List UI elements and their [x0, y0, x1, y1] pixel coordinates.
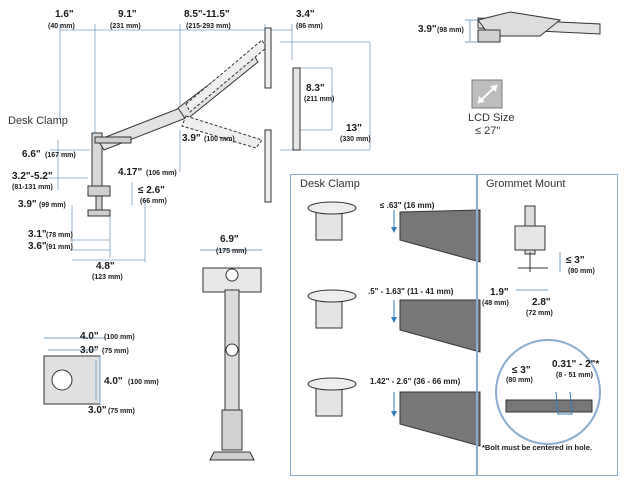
grommet-g5-mm: (8 - 51 mm) [556, 372, 593, 379]
lcd-size-value: ≤ 27" [475, 125, 501, 137]
dim-12-mm: (99 mm) [39, 202, 66, 209]
dim-9-mm: (167 mm) [45, 152, 76, 159]
dim-10-value: 3.2"-5.2" [12, 171, 53, 182]
front-dim-value: 6.9" [220, 234, 239, 245]
dim-9-value: 6.6" [22, 149, 41, 160]
dim-15-mm: (123 mm) [92, 274, 123, 281]
grommet-note: *Bolt must be centered in hole. [482, 443, 593, 452]
vesa-d4-value: 3.0" [88, 405, 107, 416]
grommet-g1-mm: (80 mm) [568, 268, 595, 275]
dim-11-mm: (66 mm) [140, 198, 167, 205]
dim-5-value: 8.3" [306, 83, 325, 94]
grommet-g4-mm: (80 mm) [506, 377, 533, 384]
desk-clamp-label: Desk Clamp [8, 115, 68, 127]
grommet-g3-mm: (72 mm) [526, 310, 553, 317]
dim-8-mm: (106 mm) [146, 170, 177, 177]
dim-15-value: 4.8" [96, 261, 115, 272]
dim-2-mm: (231 mm) [110, 23, 141, 30]
vesa-d3-value: 4.0" [104, 376, 123, 387]
front-dim-mm: (175 mm) [216, 248, 247, 255]
dim-1-mm: (40 mm) [48, 23, 75, 30]
grommet-g4-value: ≤ 3" [512, 365, 531, 376]
desk-clamp-range-1: ≤ .63" (16 mm) [380, 201, 435, 210]
dim-8-value: 4.17" [118, 167, 143, 178]
dim-6-mm: (330 mm) [340, 136, 371, 143]
grommet-g2-value: 1.9" [490, 287, 509, 298]
desk-clamp-drawings [307, 201, 481, 447]
dim-11-value: ≤ 2.6" [138, 185, 165, 196]
dim-10-mm: (81-131 mm) [12, 184, 53, 191]
dimension-lines [40, 24, 371, 262]
vesa-d3-mm: (100 mm) [128, 379, 159, 386]
dim-14-value: 3.6" [28, 241, 47, 252]
dim-13-mm: (78 mm) [46, 232, 73, 239]
dim-3-value: 8.5"-11.5" [184, 9, 230, 20]
dim-14-mm: (91 mm) [46, 244, 73, 251]
grommet-g2-mm: (48 mm) [482, 300, 509, 307]
desk-clamp-range-3: 1.42" - 2.6" (36 - 66 mm) [370, 377, 461, 386]
vesa-d2-value: 3.0" [80, 345, 99, 356]
dim-2-value: 9.1" [118, 9, 137, 20]
dim-3-mm: (215-293 mm) [186, 23, 231, 30]
dim-7-mm: (100 mm) [204, 136, 235, 143]
dim-5-mm: (211 mm) [304, 96, 335, 103]
top-right-dim-mm: (98 mm) [437, 27, 464, 34]
lcd-size-label: LCD Size [468, 112, 515, 124]
top-right-arm [465, 11, 601, 43]
lcd-size-icon [471, 79, 503, 109]
vesa-d1-mm: (100 mm) [104, 334, 135, 341]
grommet-panel-title: Grommet Mount [486, 178, 566, 190]
top-right-dim-value: 3.9" [418, 24, 437, 35]
desk-clamp-range-2: .5" - 1.63" (11 - 41 mm) [368, 287, 454, 296]
dim-12-value: 3.9" [18, 199, 37, 210]
side-view-arm [87, 27, 301, 217]
desk-clamp-panel [290, 174, 478, 476]
grommet-drawings [495, 205, 601, 445]
dim-4-value: 3.4" [296, 9, 315, 20]
dim-6-value: 13" [346, 123, 362, 134]
dim-7-value: 3.9" [182, 133, 201, 144]
dim-1-value: 1.6" [55, 9, 74, 20]
dim-13-value: 3.1" [28, 229, 47, 240]
front-view-arm [200, 249, 262, 461]
grommet-g5-value: 0.31" - 2"* [552, 359, 600, 370]
desk-clamp-panel-title: Desk Clamp [300, 178, 360, 190]
vesa-d4-mm: (75 mm) [108, 408, 135, 415]
dim-4-mm: (86 mm) [296, 23, 323, 30]
grommet-mount-panel [476, 174, 618, 476]
grommet-g3-value: 2.8" [532, 297, 551, 308]
grommet-g1-value: ≤ 3" [566, 255, 585, 266]
vesa-d2-mm: (75 mm) [102, 348, 129, 355]
vesa-d1-value: 4.0" [80, 331, 99, 342]
vesa-plate [43, 337, 106, 405]
